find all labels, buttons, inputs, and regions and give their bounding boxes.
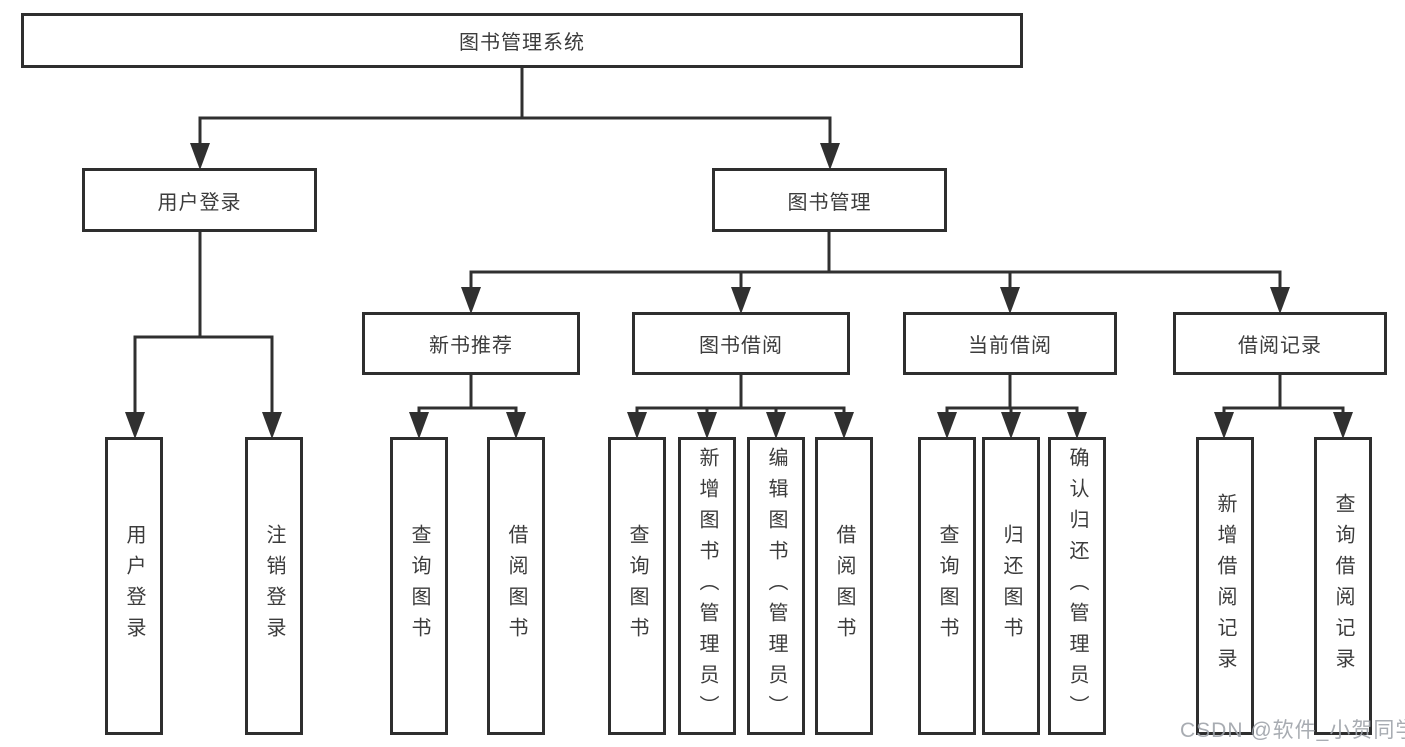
csdn-watermark: CSDN @软件_小贺同学 [1180, 719, 1405, 742]
arrow-down-icon [820, 143, 840, 170]
leaf-query-borrow-record: 查询借阅记录 [1314, 437, 1372, 735]
arrowheads [125, 143, 1353, 439]
arrow-down-icon [834, 412, 854, 439]
wire-borrowrecords-to-leaves [1222, 373, 1345, 416]
leaf-query-books-2: 查询图书 [608, 437, 666, 735]
node-borrow-records: 借阅记录 [1173, 312, 1387, 375]
wire-root-to-level2 [198, 66, 832, 148]
arrow-down-icon [1214, 412, 1234, 439]
leaf-borrow-books-2: 借阅图书 [815, 437, 873, 735]
node-book-management: 图书管理 [712, 168, 947, 232]
arrow-down-icon [766, 412, 786, 439]
leaf-query-books-3: 查询图书 [918, 437, 976, 735]
node-root-system: 图书管理系统 [21, 13, 1023, 68]
leaf-logout: 注销登录 [245, 437, 303, 735]
wire-currentborrow-to-leaves [945, 373, 1079, 416]
arrow-down-icon [506, 412, 526, 439]
arrow-down-icon [1000, 287, 1020, 314]
arrow-down-icon [1067, 412, 1087, 439]
arrow-down-icon [1270, 287, 1290, 314]
arrow-down-icon [937, 412, 957, 439]
arrow-down-icon [125, 412, 145, 439]
wire-userlogin-to-leaves [133, 230, 274, 416]
leaf-query-books-1: 查询图书 [390, 437, 448, 735]
wire-newbook-to-leaves [417, 373, 518, 416]
leaf-confirm-return-admin: 确认归还（管理员） [1048, 437, 1106, 735]
arrow-down-icon [697, 412, 717, 439]
leaf-edit-book-admin: 编辑图书（管理员） [747, 437, 805, 735]
leaf-borrow-books-1: 借阅图书 [487, 437, 545, 735]
node-book-borrow: 图书借阅 [632, 312, 850, 375]
arrow-down-icon [409, 412, 429, 439]
node-current-borrow: 当前借阅 [903, 312, 1117, 375]
leaf-add-borrow-record: 新增借阅记录 [1196, 437, 1254, 735]
arrow-down-icon [627, 412, 647, 439]
leaf-add-book-admin: 新增图书（管理员） [678, 437, 736, 735]
arrow-down-icon [262, 412, 282, 439]
arrow-down-icon [1001, 412, 1021, 439]
leaf-return-book: 归还图书 [982, 437, 1040, 735]
wire-bookborrow-to-leaves [635, 373, 846, 416]
arrow-down-icon [731, 287, 751, 314]
node-new-book-recommend: 新书推荐 [362, 312, 580, 375]
node-user-login: 用户登录 [82, 168, 317, 232]
arrow-down-icon [1333, 412, 1353, 439]
arrow-down-icon [190, 143, 210, 170]
arrow-down-icon [461, 287, 481, 314]
wire-bookmgmt-to-level3 [469, 230, 1282, 292]
leaf-user-login: 用户登录 [105, 437, 163, 735]
